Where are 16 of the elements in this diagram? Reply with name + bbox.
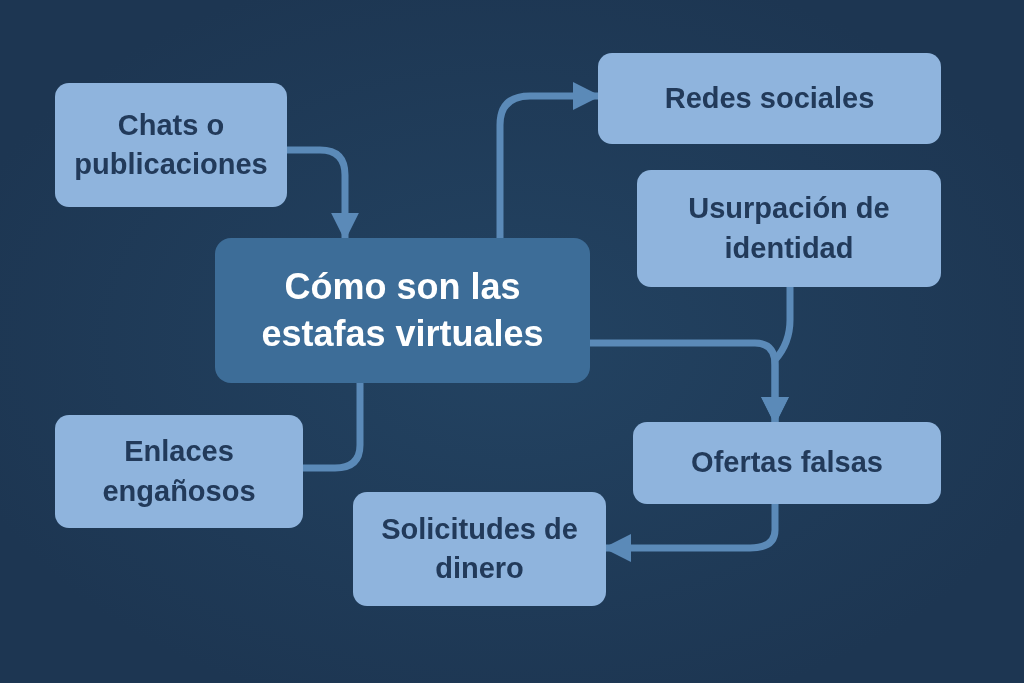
topic-text: Enlaces engañosos [101, 434, 257, 509]
topic-box [55, 83, 287, 207]
topic-box [598, 53, 941, 144]
topic-text: Solicitudes de dinero [380, 511, 579, 586]
topic-text: Usurpación de identidad [687, 191, 891, 266]
topic-box [55, 415, 303, 528]
topic-text: Cómo son las estafas virtuales [260, 264, 545, 356]
topic-box [353, 492, 606, 606]
connector-arrow [761, 287, 794, 425]
topic-box [633, 422, 941, 504]
topic-text: Ofertas falsas [691, 445, 883, 481]
connector-arrow [287, 146, 359, 241]
topic-box [637, 170, 941, 287]
topic-text: Redes sociales [664, 80, 875, 116]
topic-text: Chats o publicaciones [73, 107, 269, 182]
central-topic-box [215, 238, 590, 383]
